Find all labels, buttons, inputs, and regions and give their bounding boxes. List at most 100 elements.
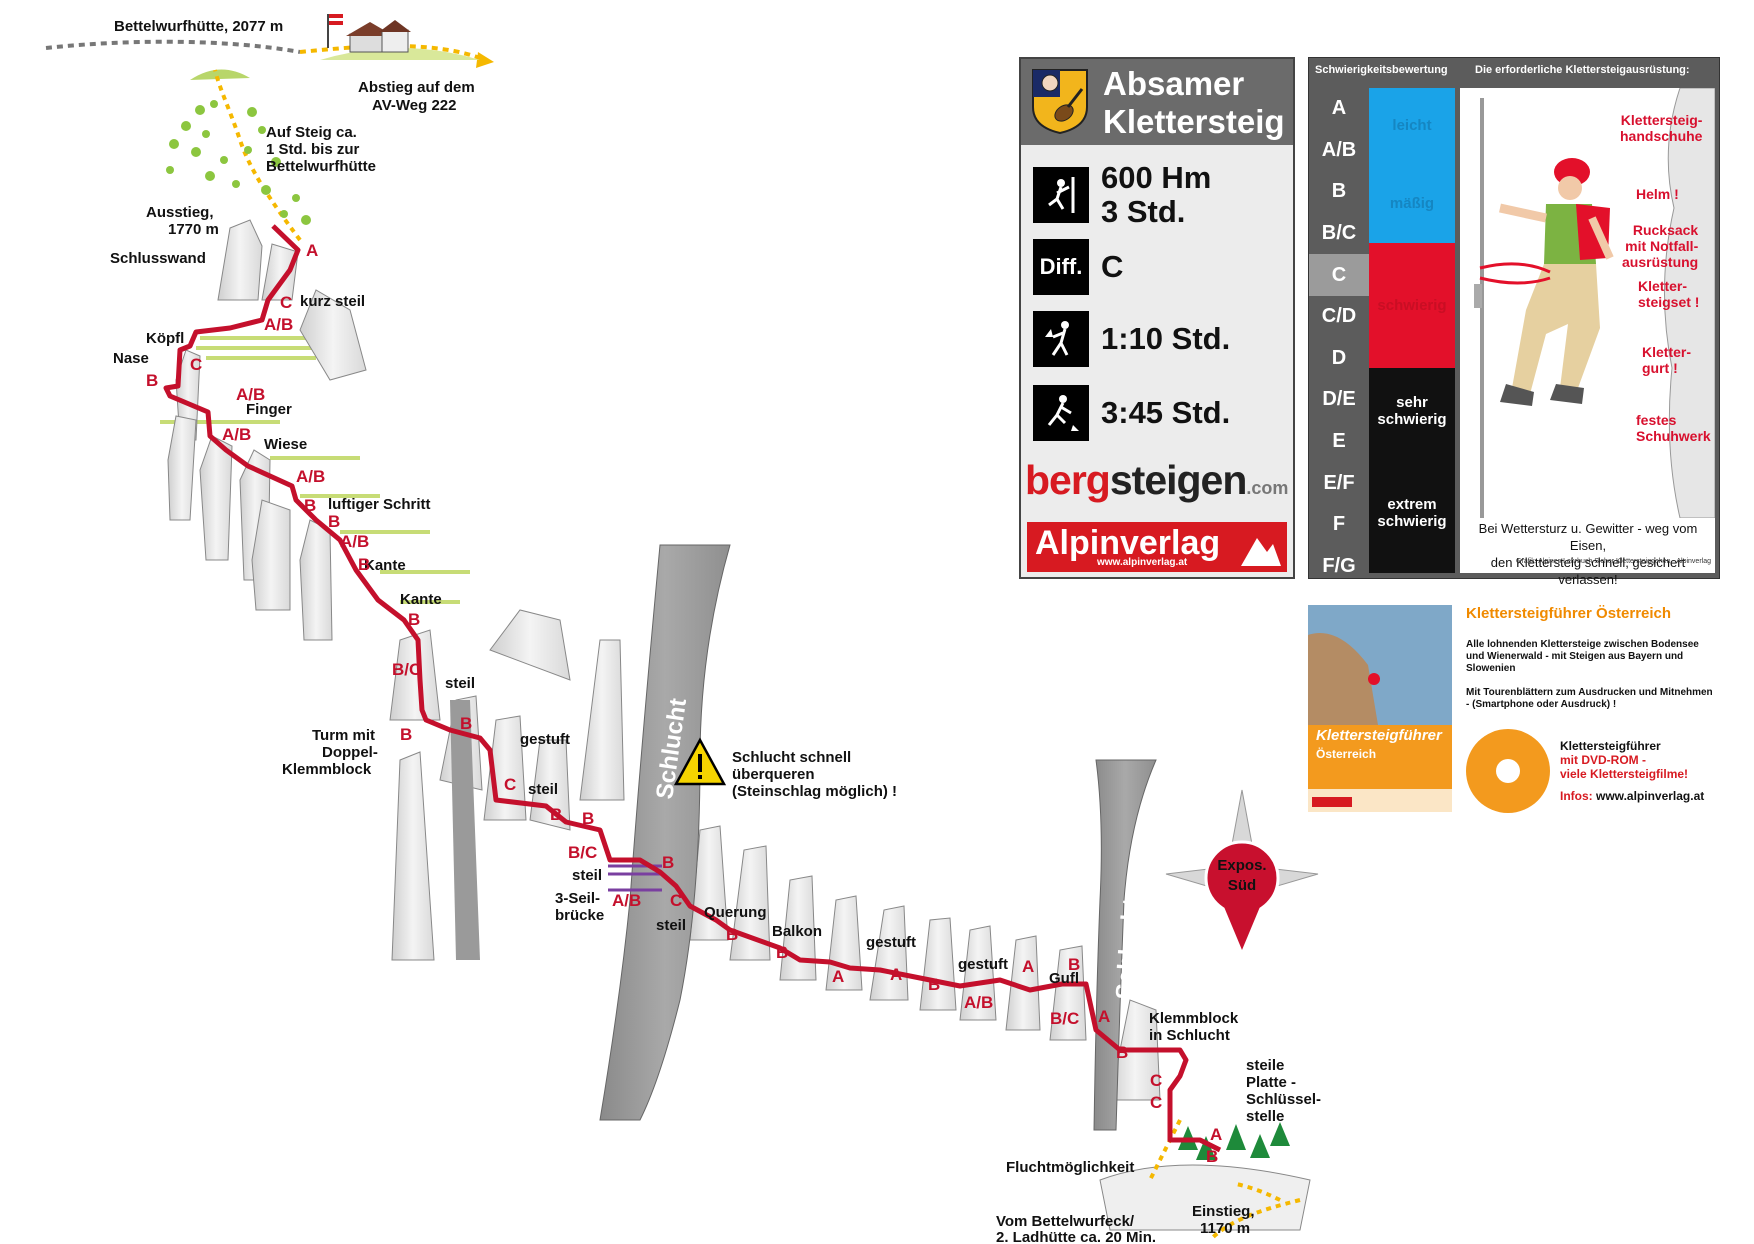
- entry-label-2: 1170 m: [1200, 1220, 1250, 1237]
- difficulty-equipment-panel: Schwierigkeitsbewertung Die erforderlich…: [1308, 57, 1720, 587]
- bar-hard: schwierig: [1369, 243, 1455, 368]
- publisher-url: www.alpinverlag.at: [1097, 557, 1188, 568]
- harness-line-1: Kletter-: [1642, 344, 1692, 360]
- hut-icon: [346, 20, 411, 53]
- approach-label-1: Vom Bettelwurfeck/: [996, 1213, 1135, 1230]
- bar-extreme-line-1: extrem: [1387, 496, 1437, 513]
- escape-path: [1148, 1119, 1182, 1181]
- scale-item: E: [1332, 430, 1346, 453]
- tower-label-1: Turm mit: [312, 727, 375, 744]
- grade-mark: A: [890, 965, 902, 984]
- harness-line-2: gurt !: [1642, 360, 1678, 376]
- grade-mark: A/B: [222, 425, 251, 444]
- grade-labels: A C A/B C B A/B A/B A/B B B A/B B B B/C …: [146, 241, 1222, 1166]
- ascent-label-2: 1 Std. bis zur: [266, 141, 360, 158]
- grade-mark: B: [928, 975, 940, 994]
- scale-item: C/D: [1321, 305, 1357, 328]
- grade-mark: B: [550, 805, 562, 824]
- shoes-line-2: Schuhwerk: [1636, 428, 1711, 444]
- approach-row: 1:10 Std.: [1033, 311, 1230, 367]
- scale-item: B: [1331, 180, 1347, 203]
- rock-upper: [167, 219, 367, 641]
- brand-part-3: .com: [1246, 478, 1289, 498]
- stepped2-label: gestuft: [866, 934, 916, 951]
- grade-mark: B/C: [568, 843, 597, 862]
- balcony-label: Balkon: [772, 923, 822, 940]
- exposure-label-2: Süd: [1228, 877, 1256, 894]
- gufl-label: Gufl: [1049, 970, 1079, 987]
- descent-label-1: Abstieg auf dem: [358, 79, 475, 96]
- scale-item: B/C: [1321, 222, 1357, 245]
- set-line-2: steigset !: [1638, 294, 1700, 310]
- scale-item: F: [1332, 513, 1346, 536]
- ad-title: Klettersteigführer Österreich: [1466, 605, 1672, 622]
- place-labels: Bettelwurfhütte, 2077 m Abstieg auf dem …: [110, 18, 1321, 1244]
- set-line-1: Kletter-: [1638, 278, 1688, 294]
- safety-note-line-2: den Klettersteig schnell, gesichert verl…: [1490, 555, 1686, 587]
- height-gain: 600 Hm: [1101, 160, 1212, 195]
- traverse-label: Querung: [704, 904, 767, 921]
- warning-label-2: überqueren: [732, 766, 815, 783]
- coat-of-arms-icon: [1032, 69, 1088, 135]
- steep4-label: steil: [656, 917, 686, 934]
- scale-item: F/G: [1322, 554, 1356, 577]
- book-cover[interactable]: Klettersteigführer Österreich: [1308, 605, 1452, 812]
- stepped3-label: gestuft: [958, 956, 1008, 973]
- bar-very-line-2: schwierig: [1377, 410, 1447, 428]
- approach-path: [1208, 1198, 1301, 1242]
- grade-mark: C: [1150, 1093, 1162, 1112]
- label-harness: Kletter-gurt !: [1642, 344, 1691, 376]
- grade-mark: A/B: [964, 993, 993, 1012]
- route-info-card: Absamer Klettersteig 600 Hm 3 Std. Diff.…: [1019, 57, 1295, 579]
- entry-path: [1235, 1182, 1281, 1202]
- scale-item-selected: C: [1309, 254, 1369, 296]
- alpinverlag-logo: Alpinverlag www.alpinverlag.at: [1027, 522, 1287, 572]
- safety-note-line-1: Bei Wettersturz u. Gewitter - weg vom Ei…: [1478, 521, 1698, 553]
- grade-mark: A: [1210, 1125, 1222, 1144]
- escape-label: Fluchtmöglichkeit: [1006, 1159, 1134, 1176]
- descent-row: 3:45 Std.: [1033, 385, 1230, 441]
- grade-mark: C: [190, 355, 202, 374]
- grade-mark: B: [1068, 955, 1080, 974]
- route-title-line-1: Absamer: [1103, 65, 1245, 102]
- gorge-left: [599, 544, 731, 1121]
- difficulty-value: C: [1101, 249, 1124, 284]
- grade-mark: B/C: [392, 660, 421, 679]
- route-line: [163, 224, 1222, 1153]
- scale-item: D: [1331, 346, 1347, 369]
- grade-mark: A: [306, 241, 318, 260]
- gloves-line-2: handschuhe: [1620, 128, 1703, 144]
- dvd-line-3: viele Klettersteigfilme!: [1560, 767, 1689, 781]
- difficulty-scale: A A/B B B/C C C/D D D/E E E/F F F/G: [1309, 88, 1369, 587]
- tower-label-3: Klemmblock: [282, 761, 372, 778]
- backpack-line-3: ausrüstung: [1622, 254, 1699, 270]
- tower-label-2: Doppel-: [322, 744, 378, 761]
- warning-icon: [673, 737, 727, 786]
- meadow-label: Wiese: [264, 436, 307, 453]
- grade-mark: C: [1150, 1071, 1162, 1090]
- book-subtitle: Österreich: [1316, 747, 1377, 761]
- label-via-ferrata-set: Kletter-steigset !: [1638, 278, 1699, 310]
- hut-trail-grey: [45, 39, 301, 54]
- airy-step-label: luftiger Schritt: [328, 496, 431, 513]
- gorge2-label: Schlucht: [1111, 897, 1145, 1000]
- steep1-label: steil: [445, 675, 475, 692]
- grade-mark: A/B: [340, 532, 369, 551]
- slab-label-2: Platte -: [1246, 1074, 1296, 1091]
- label-gloves: Klettersteig-handschuhe: [1620, 112, 1702, 144]
- grade-mark: A/B: [296, 467, 325, 486]
- guidebook-ad: Klettersteigführer Österreich Kletterste…: [1308, 605, 1718, 815]
- graphic-credit: Grafik: Alpines Lehrbuch Sicher Kletters…: [1516, 558, 1711, 565]
- exposure-compass: Expos. Süd: [1165, 789, 1319, 950]
- grade-mark: B: [1116, 1043, 1128, 1062]
- infos-link[interactable]: www.alpinverlag.at: [1596, 789, 1705, 803]
- ad-paragraph-1: Alle lohnenden Klettersteige zwischen Bo…: [1466, 639, 1699, 674]
- chockstone-label-1: Klemmblock: [1149, 1010, 1239, 1027]
- infos-label: Infos:: [1560, 789, 1593, 803]
- grade-mark: A/B: [612, 891, 641, 910]
- warning-label-3: (Steinschlag möglich) !: [732, 783, 897, 800]
- steep3-label: steil: [572, 867, 602, 884]
